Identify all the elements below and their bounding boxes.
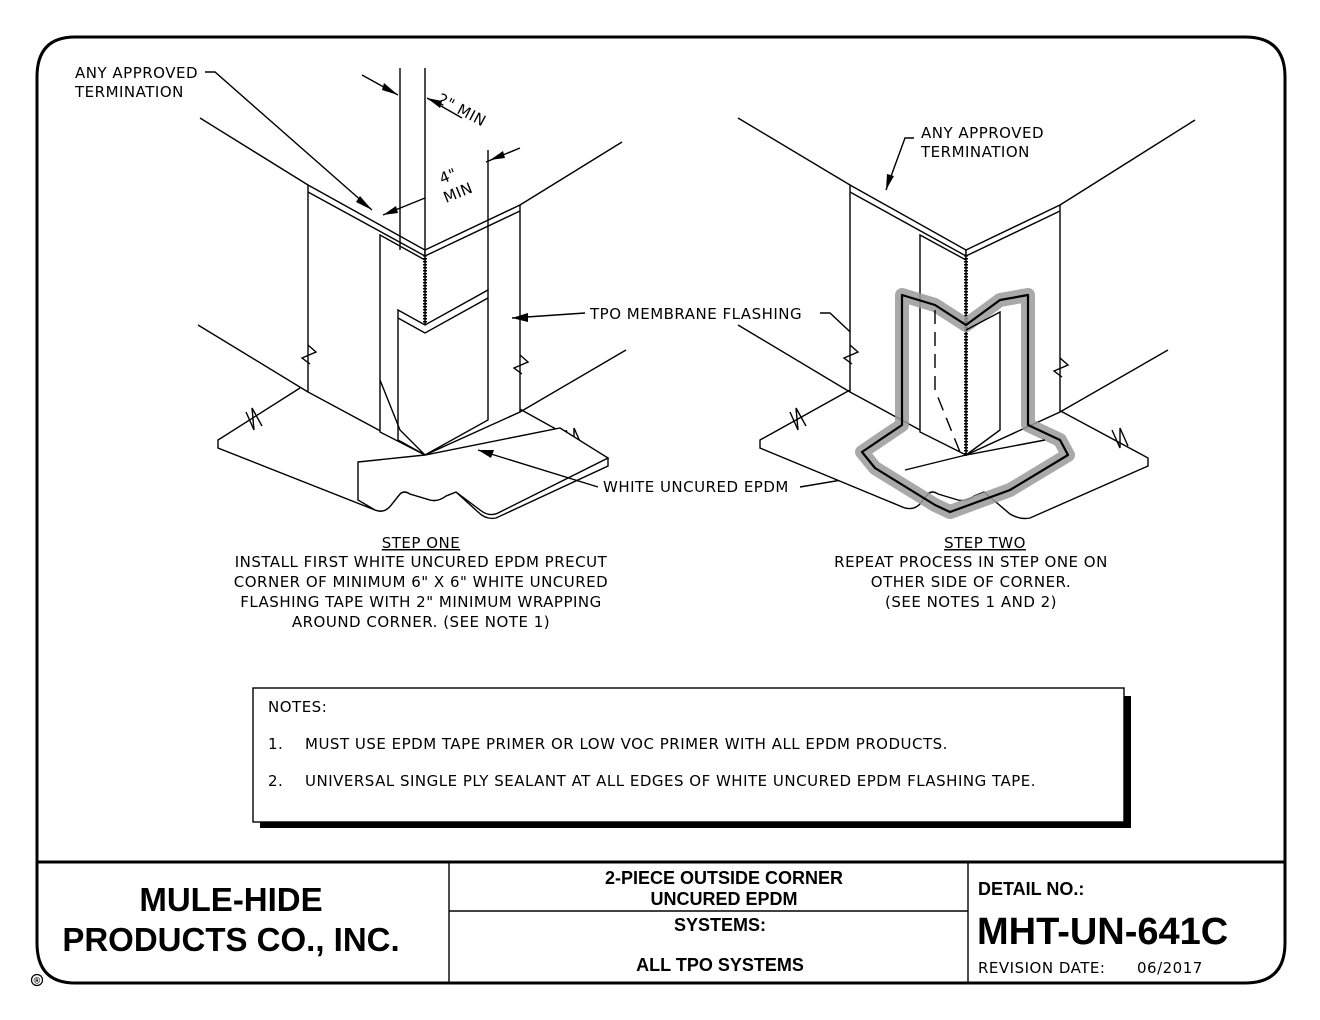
tpo-membrane-flashing-label: TPO MEMBRANE FLASHING	[589, 305, 802, 323]
registered-mark: ®	[34, 976, 41, 986]
right-termination-label-2: TERMINATION	[920, 143, 1030, 161]
detail-title-line-2: UNCURED EPDM	[650, 889, 797, 909]
revision-date: 06/2017	[1137, 959, 1203, 977]
epdm-base-pad	[357, 427, 610, 516]
right-wall-face-right	[965, 203, 1061, 457]
note-1-number: 1.	[268, 735, 283, 753]
step-one-line-2: CORNER OF MINIMUM 6" X 6" WHITE UNCURED	[234, 573, 608, 591]
step-one-line-1: INSTALL FIRST WHITE UNCURED EPDM PRECUT	[235, 553, 608, 571]
dimension-4in-label-1: 4"	[437, 164, 460, 187]
note-2-text: UNIVERSAL SINGLE PLY SEALANT AT ALL EDGE…	[305, 772, 1036, 790]
left-termination-label-2: TERMINATION	[74, 83, 184, 101]
left-termination-label-1: ANY APPROVED	[75, 64, 198, 82]
detail-number-label: DETAIL NO.:	[978, 879, 1084, 899]
dimension-2in-label: 2" MIN	[434, 90, 489, 131]
note-1-text: MUST USE EPDM TAPE PRIMER OR LOW VOC PRI…	[305, 735, 948, 753]
note-2-number: 2.	[268, 772, 283, 790]
step-one-drawing	[197, 68, 627, 520]
right-termination-label-1: ANY APPROVED	[921, 124, 1044, 142]
step-two-line-3: (SEE NOTES 1 AND 2)	[885, 593, 1057, 611]
registered-mark-circle	[30, 973, 44, 987]
systems-label: SYSTEMS:	[674, 915, 766, 935]
step-two-drawing	[737, 117, 1196, 520]
notes-heading: NOTES:	[268, 698, 327, 716]
detail-title-line-1: 2-PIECE OUTSIDE CORNER	[605, 868, 843, 888]
sheet-border	[35, 35, 1287, 985]
detail-number: MHT-UN-641C	[977, 911, 1228, 953]
title-block	[37, 860, 1285, 983]
revision-date-label: REVISION DATE:	[978, 959, 1105, 977]
white-uncured-epdm-label: WHITE UNCURED EPDM	[603, 478, 789, 496]
step-one-title: STEP ONE	[382, 534, 460, 552]
step-one-line-3: FLASHING TAPE WITH 2" MINIMUM WRAPPING	[240, 593, 602, 611]
company-name-line-2: PRODUCTS CO., INC.	[62, 921, 399, 958]
step-one-line-4: AROUND CORNER. (SEE NOTE 1)	[292, 613, 550, 631]
roof-membrane-plane-right	[759, 389, 1149, 520]
step-two-title: STEP TWO	[944, 534, 1026, 552]
company-name-line-1: MULE-HIDE	[139, 881, 322, 918]
systems-value: ALL TPO SYSTEMS	[636, 955, 804, 975]
step-two-line-2: OTHER SIDE OF CORNER.	[871, 573, 1071, 591]
notes-box	[252, 687, 1131, 828]
step-two-line-1: REPEAT PROCESS IN STEP ONE ON	[834, 553, 1108, 571]
